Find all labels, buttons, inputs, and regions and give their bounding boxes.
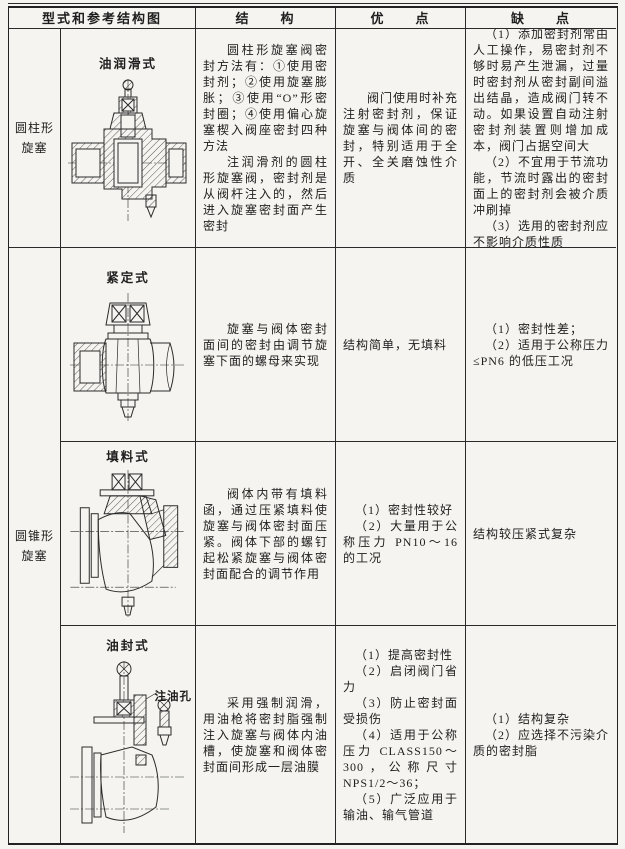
oil-lubricated-valve-cross-section-diagram (68, 79, 188, 221)
advantage-item: （4）适用于公称压力 CLASS150～300，公称尺寸 NPS1/2～36； (343, 727, 458, 790)
group-label-line: 圆锥形 (14, 528, 54, 543)
disadvantages-cell: 结构较压紧式复杂 (466, 442, 616, 626)
structure-cell: 采用强制润滑，用油枪将密封脂强制注入旋塞与阀体内油槽，使旋塞和阀体密封面间形成一… (196, 626, 336, 843)
advantages-cell: （1）密封性较好 （2）大量用于公称压力 PN10～16 的工况 (336, 442, 466, 626)
oil-injection-hole-label: 注油孔 (154, 691, 192, 703)
advantage-paragraph: 结构简单，无填料 (343, 337, 448, 352)
advantage-item: （2）大量用于公称压力 PN10～16 的工况 (343, 518, 458, 565)
disadvantage-item: （2）适用于公称压力≤PN6 的低压工况 (473, 337, 610, 368)
advantages-cell: 阀门使用时补充注射密封剂，保证旋塞与阀体间的密封，特别适用于全开、全关磨蚀性介质 (336, 29, 466, 248)
advantage-item: （2）启闭阀门省力 (343, 663, 458, 694)
advantage-item: （5）广泛应用于输油、输气管道 (343, 791, 458, 822)
structure-cell: 圆柱形旋塞阀密封方法有：①使用密封剂；②使用旋塞膨胀；③使用“O”形密封圈；④使… (196, 29, 336, 248)
diagram-cell-oil-lubricated: 油润滑式 (61, 29, 196, 248)
disadvantages-cell: （1）结构复杂 （2）应选择不污染介质的密封脂 (466, 626, 616, 843)
diagram-title: 紧定式 (106, 270, 150, 285)
packing-valve-cross-section-diagram (70, 470, 186, 620)
diagram-cell-packing: 填料式 (61, 442, 196, 626)
plug-valve-comparison-table: 型式和参考结构图 结 构 优 点 缺 点 圆柱形 旋塞 圆锥形 旋塞 油润滑式 (8, 6, 618, 845)
tightening-valve-cross-section-diagram (70, 292, 186, 421)
disadvantage-item: （1）密封性差； (485, 321, 584, 336)
header-advantages: 优 点 (336, 8, 466, 29)
disadvantage-item: （3）选用的密封剂应不影响介质性质 (473, 219, 610, 248)
advantages-cell: （1）提高密封性 （2）启闭阀门省力 （3）防止密封面受损伤 （4）适用于公称压… (336, 626, 466, 843)
structure-paragraph: 采用强制润滑，用油枪将密封脂强制注入旋塞与阀体内油槽，使旋塞和阀体密封面间形成一… (203, 695, 328, 774)
header-structure: 结 构 (196, 8, 336, 29)
disadvantage-item: （1）结构复杂 (485, 711, 571, 726)
structure-cell: 阀体内带有填料函，通过压紧填料使旋塞与阀体密封面压紧。阀体下部的螺钉起松紧旋塞与… (196, 442, 336, 626)
header-type-and-diagram: 型式和参考结构图 (9, 8, 196, 29)
structure-cell: 旋塞与阀体密封面间的密封由调节旋塞下面的螺母来实现 (196, 248, 336, 442)
advantage-paragraph: 阀门使用时补充注射密封剂，保证旋塞与阀体间的密封，特别适用于全开、全关磨蚀性介质 (343, 91, 459, 185)
disadvantage-paragraph: 结构较压紧式复杂 (473, 526, 578, 541)
diagram-title: 油润滑式 (98, 57, 157, 71)
top-double-rule (8, 3, 618, 4)
structure-paragraph: 旋塞与阀体密封面间的密封由调节旋塞下面的螺母来实现 (203, 321, 328, 368)
header-disadvantages: 缺 点 (466, 8, 616, 29)
group-label-line: 旋塞 (21, 548, 48, 563)
disadvantage-item: （2）不宜用于节流功能，节流时露出的密封面上的密封剂会被介质冲刷掉 (473, 155, 610, 217)
structure-paragraph: 圆柱形旋塞阀密封方法有：①使用密封剂；②使用旋塞膨胀；③使用“O”形密封圈；④使… (203, 43, 328, 153)
group-label-conical-plug: 圆锥形 旋塞 (9, 248, 61, 843)
diagram-cell-tightening: 紧定式 (61, 248, 196, 442)
diagram-cell-oil-sealed: 油封式 注油孔 (61, 626, 196, 843)
structure-paragraph: 阀体内带有填料函，通过压紧填料使旋塞与阀体密封面压紧。阀体下部的螺钉起松紧旋塞与… (203, 486, 328, 581)
advantage-item: （1）密封性较好 (355, 502, 454, 517)
disadvantage-item: （2）应选择不污染介质的密封脂 (473, 727, 610, 758)
group-label-line: 旋塞 (21, 141, 48, 155)
disadvantages-cell: （1）密封性差； （2）适用于公称压力≤PN6 的低压工况 (466, 248, 616, 442)
advantages-cell: 结构简单，无填料 (336, 248, 466, 442)
group-label-line: 圆柱形 (14, 121, 54, 135)
structure-paragraph: 注润滑剂的圆柱形旋塞阀，密封剂是从阀杆注入的，然后进入旋塞密封面产生密封 (203, 155, 328, 233)
advantage-item: （1）提高密封性 (355, 647, 454, 662)
group-label-cylindrical-plug: 圆柱形 旋塞 (9, 29, 61, 248)
disadvantages-cell: （1）添加密封剂常由人工操作，易密封剂不够时易产生泄漏，过量时密封剂从密封副间溢… (466, 29, 616, 248)
oil-sealed-valve-cross-section-diagram (70, 660, 186, 833)
disadvantage-item: （1）添加密封剂常由人工操作，易密封剂不够时易产生泄漏，过量时密封剂从密封副间溢… (473, 29, 610, 153)
advantage-item: （3）防止密封面受损伤 (343, 695, 458, 726)
diagram-title: 油封式 (106, 638, 150, 653)
diagram-title: 填料式 (106, 450, 150, 464)
